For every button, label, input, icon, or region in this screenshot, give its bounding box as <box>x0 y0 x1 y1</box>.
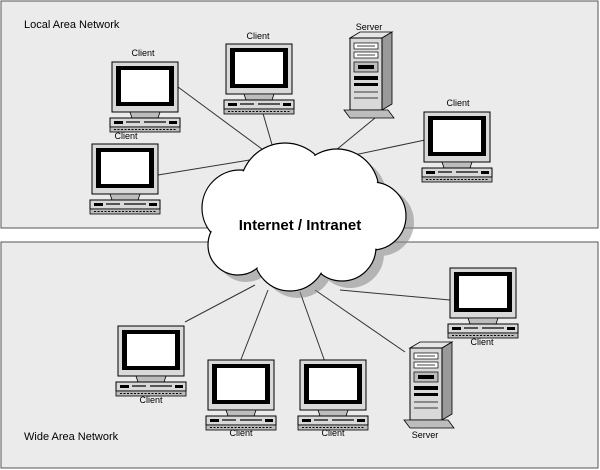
node-label: Server <box>356 22 383 32</box>
connection-line <box>299 291 326 363</box>
node-label: Client <box>446 98 470 108</box>
server-tower-icon <box>403 341 455 429</box>
client-computer-icon <box>109 61 181 133</box>
node-label: Client <box>139 395 163 405</box>
client-computer-icon <box>447 267 519 339</box>
node-label: Client <box>246 31 270 41</box>
connection-line <box>314 289 406 353</box>
node-label: Client <box>470 337 494 347</box>
node-label: Client <box>131 48 155 58</box>
cloud-label: Internet / Intranet <box>239 217 362 234</box>
client-computer-icon <box>115 325 187 397</box>
client-computer-icon <box>421 111 493 183</box>
server-tower-icon <box>343 31 395 119</box>
client-computer-icon <box>89 143 161 215</box>
connection-line <box>177 86 271 156</box>
node-label: Client <box>229 428 253 438</box>
connection-line <box>157 157 263 176</box>
client-computer-icon <box>223 43 295 115</box>
client-computer-icon <box>297 359 369 431</box>
wan-panel-label: Wide Area Network <box>24 431 119 443</box>
node-label: Client <box>114 131 138 141</box>
node-label: Client <box>321 428 345 438</box>
connection-line <box>239 289 269 363</box>
connection-line <box>184 284 256 323</box>
lan-panel-label: Local Area Network <box>24 19 120 31</box>
node-label: Server <box>412 430 439 440</box>
connection-line <box>339 289 451 301</box>
client-computer-icon <box>205 359 277 431</box>
